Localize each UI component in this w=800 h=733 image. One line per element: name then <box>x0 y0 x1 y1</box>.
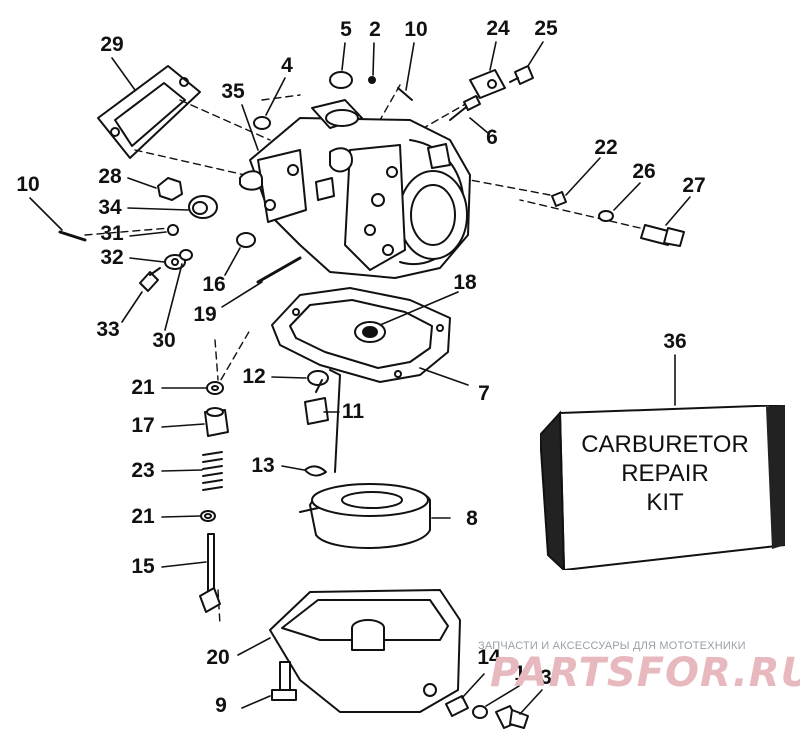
callout-6: 6 <box>486 126 498 149</box>
callout-33: 33 <box>96 318 120 341</box>
carburetor-body <box>239 99 471 279</box>
screw-19 <box>256 256 302 284</box>
kit-line-1: CARBURETOR <box>581 431 749 458</box>
callout-19: 19 <box>193 303 217 326</box>
needle-seat-11 <box>304 369 341 473</box>
callout-11: 11 <box>341 400 365 423</box>
callout-31: 31 <box>100 222 124 245</box>
repair-kit-box <box>540 405 785 570</box>
pin-10-left <box>58 230 87 242</box>
float-8 <box>299 483 431 549</box>
screw-22 <box>551 191 567 207</box>
callout-15: 15 <box>131 555 155 578</box>
plug-3 <box>495 705 529 729</box>
callout-14: 14 <box>477 646 501 669</box>
screw-14 <box>445 695 469 717</box>
gasket-29 <box>97 65 201 159</box>
callout-1: 1 <box>514 662 526 685</box>
kit-line-3: KIT <box>646 489 684 516</box>
plug-4 <box>253 116 271 130</box>
callout-34: 34 <box>98 196 122 219</box>
callout-30: 30 <box>152 329 176 352</box>
screw-6 <box>449 95 481 121</box>
callout-29: 29 <box>100 33 124 56</box>
callout-23: 23 <box>131 459 155 482</box>
callout-5: 5 <box>340 18 352 41</box>
callout-17: 17 <box>131 414 155 437</box>
callout-3: 3 <box>540 666 552 689</box>
callout-22: 22 <box>594 136 618 159</box>
callout-36: 36 <box>663 330 687 353</box>
washer-1 <box>472 705 488 719</box>
clip-13 <box>304 465 327 477</box>
callout-16: 16 <box>202 273 226 296</box>
callout-28: 28 <box>98 165 122 188</box>
washer-16 <box>236 232 256 248</box>
callout-2: 2 <box>369 18 381 41</box>
ball-2 <box>368 76 376 84</box>
screw-27 <box>640 224 685 247</box>
needle-15 <box>199 533 221 613</box>
fitting-34 <box>188 195 218 219</box>
callout-21-bottom: 21 <box>131 505 155 528</box>
callout-20: 20 <box>206 646 230 669</box>
callout-18: 18 <box>453 271 477 294</box>
callout-7: 7 <box>478 382 490 405</box>
screw-33 <box>139 267 161 292</box>
float-bowl-20 <box>269 589 461 713</box>
seal-18 <box>354 321 386 343</box>
callout-32: 32 <box>100 246 124 269</box>
plug-31 <box>167 224 179 236</box>
plug-5 <box>329 71 353 89</box>
spring-23 <box>202 451 223 491</box>
washer-26 <box>598 210 614 222</box>
repair-kit-label: CARBURETOR REPAIR KIT <box>560 430 770 517</box>
callout-8: 8 <box>466 507 478 530</box>
bracket-24 <box>469 69 506 99</box>
lockwasher-30 <box>179 249 193 261</box>
washer-32 <box>164 254 186 270</box>
callout-10-left: 10 <box>16 173 40 196</box>
callout-4: 4 <box>281 54 293 77</box>
callout-12: 12 <box>242 365 266 388</box>
screw-9 <box>271 661 297 701</box>
callout-13: 13 <box>251 454 275 477</box>
washer-21-top <box>206 381 224 395</box>
watermark-logo: PARTSFOR.RU <box>490 650 800 696</box>
callout-24: 24 <box>486 17 510 40</box>
callout-26: 26 <box>632 160 656 183</box>
callout-21-top: 21 <box>131 376 155 399</box>
callout-35: 35 <box>221 80 245 103</box>
watermark-caption: ЗАПЧАСТИ И АКСЕССУАРЫ ДЛЯ МОТОТЕХНИКИ <box>478 640 746 652</box>
nut-28 <box>157 177 183 201</box>
pin-10-top <box>397 87 413 101</box>
callout-9: 9 <box>215 694 227 717</box>
jet-17 <box>204 407 229 437</box>
callout-27: 27 <box>682 174 706 197</box>
callout-10-top: 10 <box>404 18 428 41</box>
screw-25 <box>509 65 534 85</box>
oring-12 <box>307 370 329 386</box>
kit-line-2: REPAIR <box>621 460 709 487</box>
callout-25: 25 <box>534 17 558 40</box>
washer-21-bottom <box>200 510 216 522</box>
